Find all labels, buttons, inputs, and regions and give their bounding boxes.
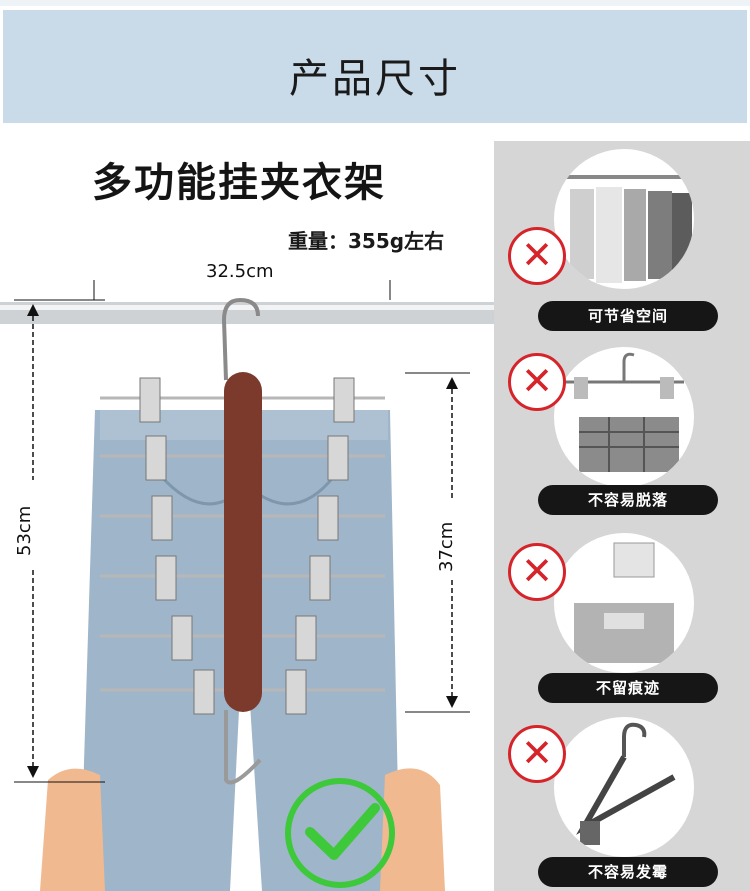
rail-highlight [0,305,494,310]
width-label: 32.5cm [206,261,274,282]
height-label: 53cm [14,505,35,556]
feature-image-hanging-clothes [554,149,694,289]
check-icon [305,803,380,860]
jeans-pocket-right [259,474,337,506]
feature-image-skirt-clip [554,347,694,487]
feature-label-no-marks: 不留痕迹 [538,673,718,703]
clip-span-label: 37cm [436,521,457,572]
product-title: 多功能挂夹衣架 [92,160,386,206]
product-weight: 重量：355g左右 [288,229,445,253]
feature-image-plastic-hanger [554,717,694,857]
feature-label-save-space: 可节省空间 [538,301,718,331]
width-dimension-line [93,280,391,300]
hanger-hook [221,297,260,381]
comparison-panel: ✕ 可节省空间 ✕ 不容易脱落 [494,141,750,891]
check-circle [285,778,395,888]
hanger-clips [139,377,355,715]
close-icon: ✕ [508,227,566,285]
close-icon: ✕ [508,725,566,783]
close-icon: ✕ [508,353,566,411]
hanger-illustration [0,280,494,891]
right-hand [380,768,445,891]
feature-image-fabric-clip [554,533,694,673]
feature-label-no-mold: 不容易发霉 [538,857,718,887]
wooden-bar [224,372,262,712]
top-strip [0,0,750,6]
section-banner: 产品尺寸 [3,10,747,123]
banner-title: 产品尺寸 [289,56,461,102]
hanger-bottom-hook [224,710,262,785]
height-dimension-line [14,299,105,783]
clip-dimension-line [405,372,470,713]
close-icon: ✕ [508,543,566,601]
left-hand [40,768,105,891]
feature-label-no-slip: 不容易脱落 [538,485,718,515]
